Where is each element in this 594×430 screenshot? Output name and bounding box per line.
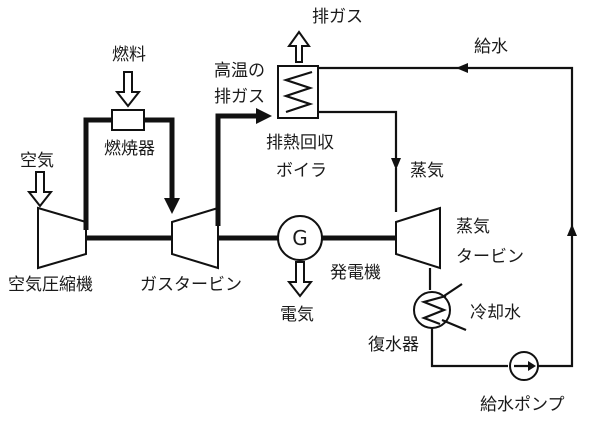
hot-exhaust-arrowhead <box>256 108 272 124</box>
combustion-gas-arrowhead <box>164 198 180 214</box>
hrsg-label-1: 排熱回収 <box>266 133 334 153</box>
compressed-air-line <box>83 117 112 230</box>
hrsg-symbol <box>277 65 319 119</box>
combustion-gas-line <box>144 117 175 200</box>
steam-arrowhead <box>391 158 401 170</box>
hot-exhaust-line <box>215 113 258 226</box>
exhaust-out-label: 排ガス <box>312 7 363 27</box>
steam-turbine-label-1: 蒸気 <box>456 217 490 237</box>
steam-label: 蒸気 <box>410 161 444 181</box>
hrsg-label-2: ボイラ <box>276 161 327 181</box>
generator-symbol-label: G <box>292 226 308 250</box>
gas-turbine-label: ガスタービン <box>140 275 242 295</box>
condenser-label: 復水器 <box>368 335 419 355</box>
hot-exhaust-label-2: 排ガス <box>214 87 265 107</box>
fuel-arrow <box>114 71 142 108</box>
feedwater-top-line <box>318 66 574 224</box>
electricity-arrow <box>286 261 314 298</box>
feedwater-top-label: 給水 <box>474 37 508 57</box>
cooling-water-line-in <box>443 283 463 297</box>
exhaust-out-arrow <box>287 30 311 63</box>
feed-pump-label: 給水ポンプ <box>480 395 565 415</box>
feedwater-top-arrowhead <box>456 63 468 73</box>
electricity-label: 電気 <box>280 305 314 325</box>
combustor-label: 燃焼器 <box>104 139 155 159</box>
hot-exhaust-label-1: 高温の <box>214 61 265 81</box>
generator-symbol <box>277 215 323 261</box>
gas-turbine-symbol <box>171 206 219 270</box>
air-label: 空気 <box>20 151 54 171</box>
feedwater-return-line <box>538 224 574 368</box>
air-inlet-arrow <box>26 171 54 208</box>
feed-pump-arrowhead <box>528 361 536 371</box>
combustor-symbol <box>111 109 145 131</box>
condensate-line <box>430 328 508 368</box>
hrsg-coil <box>282 70 314 114</box>
cooling-water-line <box>441 318 467 332</box>
air-compressor-label: 空気圧縮機 <box>8 275 93 295</box>
generator-label: 発電機 <box>330 263 381 283</box>
fuel-label: 燃料 <box>112 45 146 65</box>
air-compressor-symbol <box>37 206 87 270</box>
condenser-coil <box>420 294 447 326</box>
steam-line <box>318 110 398 160</box>
steam-turbine-label-2: タービン <box>456 247 524 267</box>
steam-turbine-symbol <box>395 206 441 270</box>
cooling-water-label: 冷却水 <box>470 303 521 323</box>
feedwater-return-arrowhead <box>567 224 577 236</box>
